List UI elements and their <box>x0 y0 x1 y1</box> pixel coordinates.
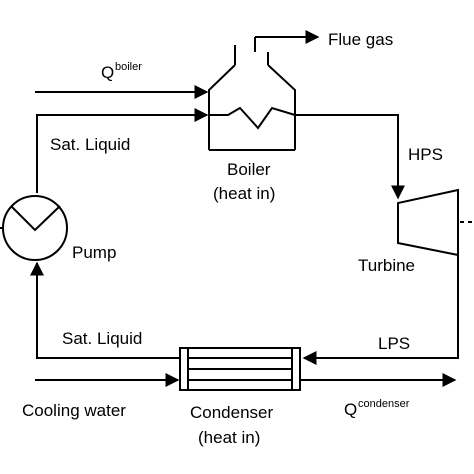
condenser <box>179 347 301 391</box>
condenser-sub-label: (heat in) <box>198 428 260 447</box>
turbine <box>397 188 474 257</box>
sat-liquid-line-bottom <box>30 261 180 359</box>
boiler-label: Boiler <box>227 160 271 179</box>
hps-line <box>295 114 405 200</box>
sat-liquid-line-top <box>36 108 209 193</box>
pump-label: Pump <box>72 243 116 262</box>
q-condenser-label: Q <box>344 400 357 419</box>
boiler <box>208 37 296 151</box>
q-boiler-superscript: boiler <box>115 61 142 73</box>
lps-label: LPS <box>378 334 410 353</box>
pump <box>0 195 68 261</box>
boiler-sub-label: (heat in) <box>213 184 275 203</box>
sat-liquid-top-label: Sat. Liquid <box>50 135 130 154</box>
sat-liquid-bottom-label: Sat. Liquid <box>62 329 142 348</box>
hps-label: HPS <box>408 145 443 164</box>
cooling-water-label: Cooling water <box>22 401 126 420</box>
q-condenser-superscript: condenser <box>358 398 410 410</box>
flue-gas-label: Flue gas <box>328 30 393 49</box>
q-boiler-label: Q <box>101 63 114 82</box>
lps-line <box>302 255 459 365</box>
condenser-label: Condenser <box>190 403 274 422</box>
turbine-label: Turbine <box>358 256 415 275</box>
